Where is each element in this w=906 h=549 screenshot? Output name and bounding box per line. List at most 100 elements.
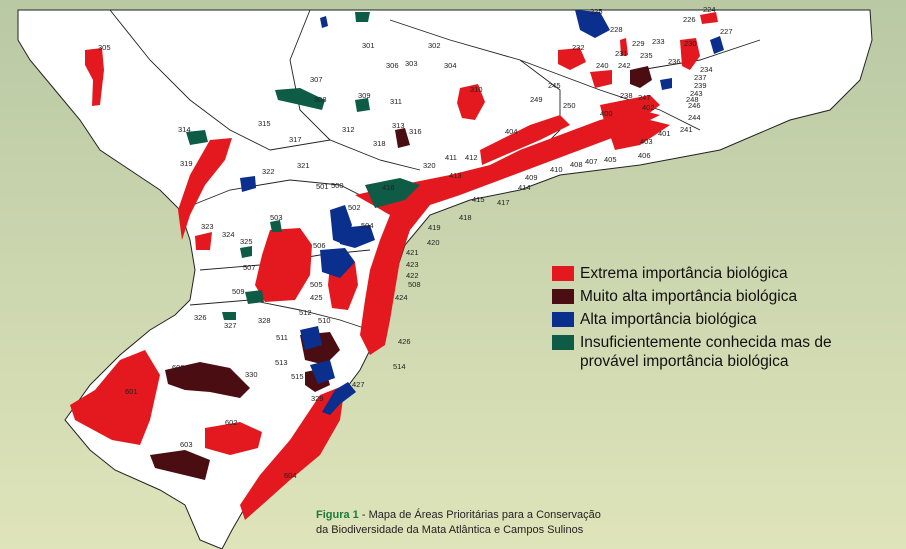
area-label: 404 [505,127,518,136]
area-label: 329 [311,394,324,403]
area-label: 235 [640,51,653,60]
area-label: 225 [590,7,603,16]
priority-area-extreme [85,48,104,106]
priority-area-high [240,176,256,192]
area-label: 403 [640,137,653,146]
priority-area-very-high [150,450,210,480]
area-label: 402 [642,103,655,112]
area-label: 418 [459,213,472,222]
area-label: 407 [585,157,598,166]
legend-label: Extrema importância biológica [580,265,788,282]
priority-area-extreme [600,95,660,125]
area-label: 302 [428,41,441,50]
area-label: 328 [258,316,271,325]
legend-item-high: Alta importância biológica [552,310,872,329]
area-label: 234 [700,65,713,74]
area-label: 244 [688,113,701,122]
area-label: 303 [405,59,418,68]
area-label: 406 [638,151,651,160]
area-label: 245 [548,81,561,90]
area-label: 304 [444,61,457,70]
priority-area-high [575,10,610,38]
area-label: 327 [224,321,237,330]
area-label: 514 [393,362,406,371]
area-label: 511 [276,333,288,342]
area-label: 330 [245,370,258,379]
area-label: 421 [406,248,419,257]
area-label: 242 [618,61,631,70]
priority-area-extreme [480,115,570,165]
legend-label: Alta importância biológica [580,311,757,328]
area-label: 324 [222,230,235,239]
caption-text: - Mapa de Áreas Prioritárias para a Cons… [316,509,601,536]
priority-area-insufficient [355,98,370,112]
priority-area-extreme [255,228,312,302]
area-label: 420 [427,238,440,247]
area-label: 228 [610,25,623,34]
legend-swatch [552,266,574,281]
area-label: 307 [310,75,323,84]
area-label: 507 [243,263,256,272]
priority-area-high [320,248,355,278]
priority-area-high [320,16,328,28]
area-label: 315 [258,119,271,128]
area-label: 305 [98,43,111,52]
priority-area-extreme [205,422,262,455]
area-label: 323 [201,222,214,231]
area-label: 423 [406,260,419,269]
area-label: 515 [291,372,304,381]
area-label: 415 [472,195,485,204]
area-label: 504 [361,221,374,230]
priority-areas [70,10,724,520]
area-label: 317 [289,135,302,144]
area-label: 312 [342,125,355,134]
area-label: 233 [652,37,665,46]
area-label: 246 [688,101,701,110]
priority-area-insufficient [186,130,208,145]
area-label: 425 [310,293,323,302]
priority-area-extreme [240,385,345,520]
priority-area-insufficient [270,220,282,232]
priority-area-high [710,36,724,54]
area-label: 230 [684,39,697,48]
area-label: 308 [314,95,327,104]
area-label: 405 [604,155,617,164]
area-label: 301 [362,41,375,50]
area-label: 410 [550,165,563,174]
priority-area-insufficient [355,12,370,22]
area-label: 240 [596,61,609,70]
area-label: 501 [316,182,329,191]
area-label: 237 [694,73,707,82]
area-label: 227 [720,27,733,36]
priority-area-insufficient [275,88,325,110]
figure-caption: Figura 1 - Mapa de Áreas Prioritárias pa… [316,508,616,538]
area-label: 512 [299,308,312,317]
area-label: 231 [615,49,628,58]
priority-area-insufficient [245,290,264,304]
area-label: 400 [600,109,613,118]
area-label: 505 [310,280,323,289]
legend-label: Muito alta importância biológica [580,288,798,305]
area-label: 320 [423,161,436,170]
area-label: 500 [331,181,344,190]
area-label: 239 [694,81,707,90]
priority-area-extreme [680,38,700,70]
priority-area-insufficient [240,246,252,258]
priority-area-insufficient [222,312,236,320]
area-label: 513 [275,358,288,367]
area-label: 321 [297,161,310,170]
area-label: 248 [686,95,699,104]
area-label: 309 [358,91,371,100]
area-label: 602 [225,418,238,427]
area-label: 313 [392,121,405,130]
priority-area-high [340,225,375,248]
priority-area-extreme [195,232,212,250]
priority-area-extreme [355,110,660,355]
area-label: 243 [690,89,703,98]
caption-prefix: Figura 1 [316,509,359,521]
area-label: 413 [449,171,462,180]
